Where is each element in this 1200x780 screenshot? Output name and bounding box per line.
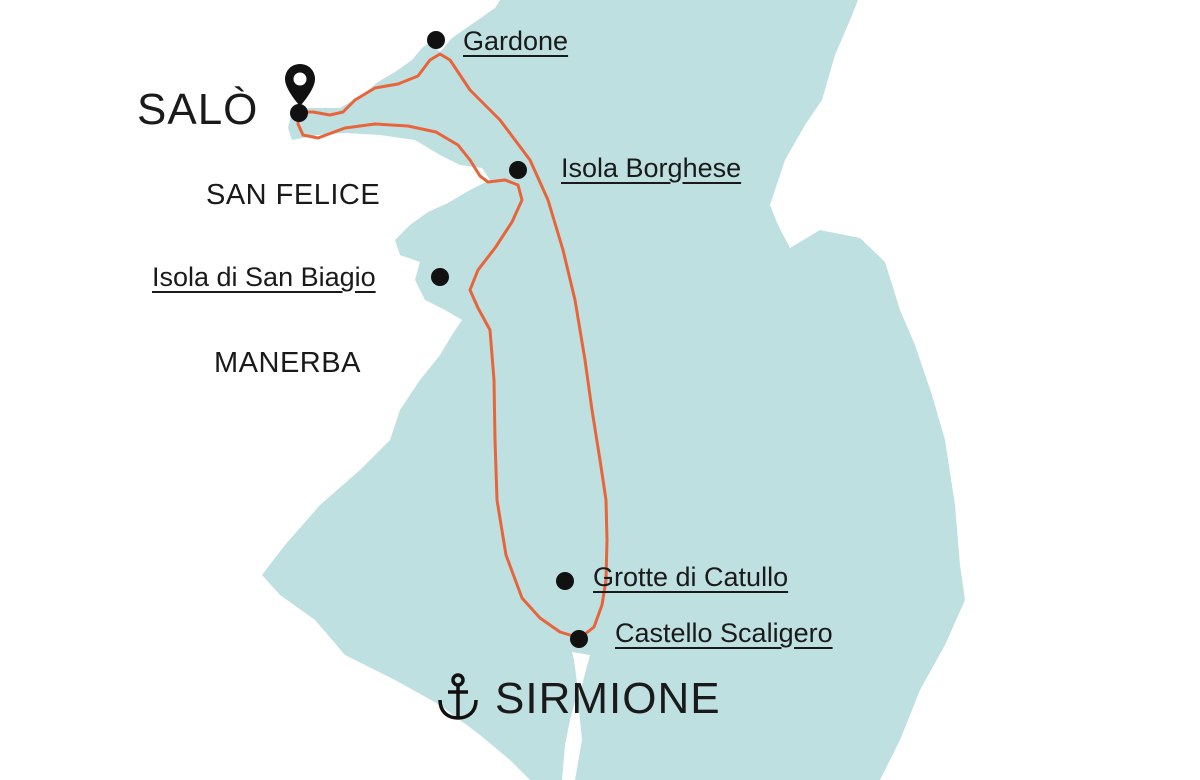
town-label-manerba: MANERBA (214, 347, 361, 379)
lake-water (262, 0, 965, 780)
stop-marker-isola-san-biagio[interactable] (431, 268, 449, 286)
stop-marker-gardone[interactable] (427, 31, 445, 49)
stop-link-castello-scaligero[interactable]: Castello Scaligero (615, 618, 833, 648)
stop-link-isola-borghese[interactable]: Isola Borghese (561, 153, 742, 183)
map-pin-icon (285, 64, 315, 106)
stop-marker-castello-scaligero[interactable] (570, 630, 588, 648)
town-label-san-felice: SAN FELICE (206, 179, 381, 211)
end-port-label: SIRMIONE (495, 674, 721, 723)
stop-marker-grotte-catullo[interactable] (556, 572, 574, 590)
start-port-label: SALÒ (137, 85, 259, 134)
stop-link-grotte-catullo[interactable]: Grotte di Catullo (593, 562, 789, 592)
stop-link-gardone[interactable]: Gardone (463, 26, 569, 56)
salo-marker[interactable] (290, 104, 308, 122)
stop-marker-isola-borghese[interactable] (509, 161, 527, 179)
boat-route (296, 52, 609, 640)
stop-link-isola-san-biagio[interactable]: Isola di San Biagio (152, 262, 376, 292)
anchor-icon (438, 673, 478, 720)
